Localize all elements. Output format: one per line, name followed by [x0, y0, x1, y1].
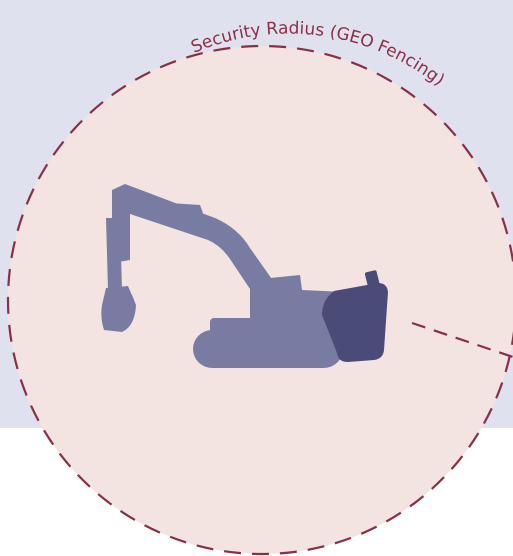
geo-fence-diagram: Security Radius (GEO Fencing) — [0, 0, 513, 556]
geo-fence-svg: Security Radius (GEO Fencing) — [0, 0, 513, 556]
